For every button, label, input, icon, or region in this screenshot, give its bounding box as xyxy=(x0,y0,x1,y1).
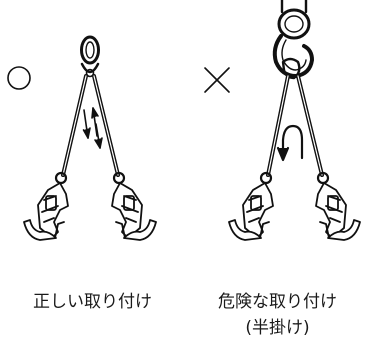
left-clamp-hook-icon xyxy=(23,171,69,241)
dangerous-caption-line2: (半掛け) xyxy=(245,318,310,338)
dangerous-attachment-illustration xyxy=(204,0,361,241)
right-clamp-hook-icon xyxy=(111,171,157,241)
wrong-mark-cross xyxy=(204,67,230,93)
dangerous-attachment-caption: 危険な取り付け (半掛け) xyxy=(185,289,370,341)
tension-arrows-icon xyxy=(82,107,103,149)
correct-attachment-caption: 正しい取り付け xyxy=(0,289,185,315)
master-link-icon xyxy=(80,35,100,65)
correct-caption-text: 正しい取り付け xyxy=(33,292,152,312)
crane-hook-eye-icon xyxy=(280,0,308,14)
correct-attachment-illustration xyxy=(7,35,157,241)
correct-mark-circle xyxy=(7,66,31,90)
right-clamp-hook-danger-icon xyxy=(315,171,361,241)
left-clamp-hook-danger-icon xyxy=(228,171,274,241)
slip-arrow-icon xyxy=(276,124,304,162)
dangerous-caption-line1: 危険な取り付け xyxy=(218,292,337,312)
coupling-link-icon xyxy=(80,62,100,74)
